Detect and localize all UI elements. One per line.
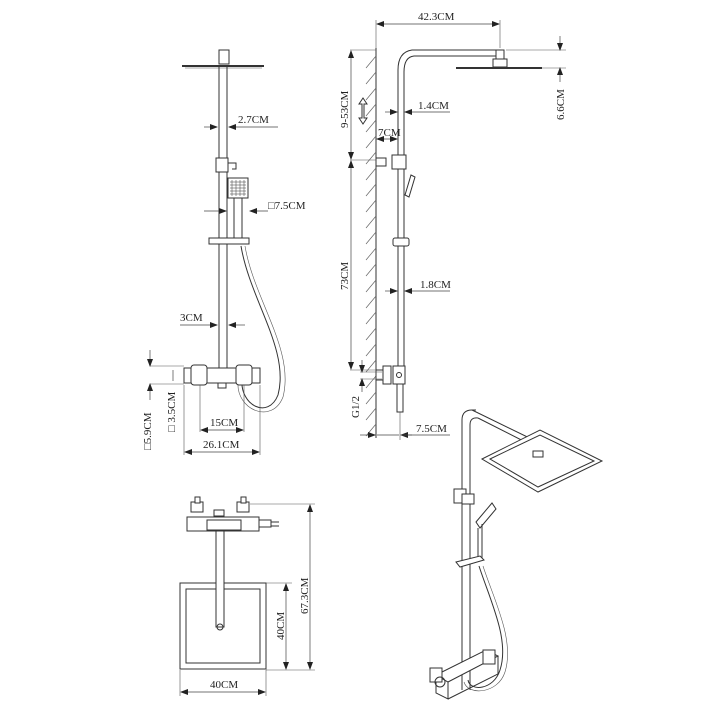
dim-valve-depth: □ 3.5CM [166,392,178,432]
top-dimensions: 67.3CM 40CM 40CM [179,503,315,696]
adjust-arrow-icon [358,97,368,125]
front-dimensions: 2.7CM □7.5CM 3CM □5.9CM □ 3.5CM 15CM 26.… [142,114,306,455]
dim-valve-height: □5.9CM [142,412,154,450]
dim-head-depth: 40CM [275,612,287,640]
dim-head-width: 40CM [210,679,238,691]
wall-hatching [365,55,377,437]
dim-total-depth: 67.3CM [299,577,311,614]
side-view: 42.3CM 6.6CM 9-53CM 1.4CM 7CM 73CM 1.8CM [339,11,567,440]
dim-bracket-offset: 7CM [378,127,401,139]
dim-inlet-thread: G1/2 [350,396,362,418]
side-dimensions: 42.3CM 6.6CM 9-53CM 1.4CM 7CM 73CM 1.8CM [339,11,567,440]
dim-arm-length: 42.3CM [418,11,455,23]
isometric-view [429,409,604,700]
dim-head-height: 6.6CM [555,89,567,120]
top-view: 67.3CM 40CM 40CM [179,496,315,696]
dim-pipe-diameter: 2.7CM [238,114,269,126]
dim-inlet-spacing: 15CM [210,417,238,429]
hand-shower-front [227,177,249,240]
dim-hand-shower: □7.5CM [268,200,306,212]
dim-pipe-offset: 1.4CM [418,100,449,112]
dim-valve-width: 26.1CM [203,439,240,451]
dim-slide-pipe: 1.8CM [420,279,451,291]
front-view: 2.7CM □7.5CM 3CM □5.9CM □ 3.5CM 15CM 26.… [142,49,306,455]
rain-head-front [182,49,264,69]
dim-wall-distance: 7.5CM [416,423,447,435]
slider-bracket [208,237,250,245]
dim-column-length: 73CM [339,262,351,290]
diverter [215,157,229,173]
dim-lower-pipe: 3CM [180,312,203,324]
dim-adjustable-range: 9-53CM [339,91,351,129]
